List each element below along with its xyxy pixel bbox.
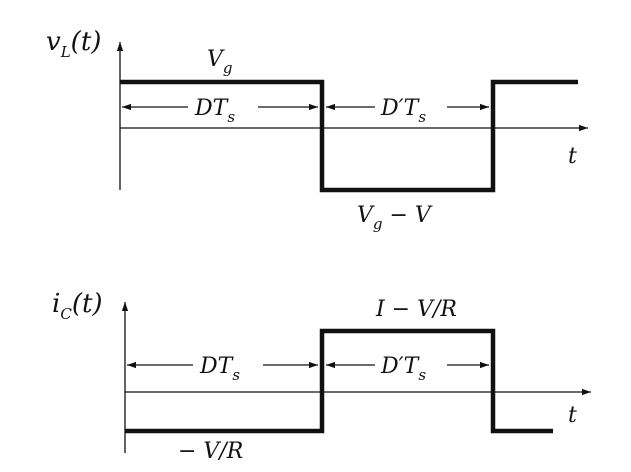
top-low-level-label: Vg − V (357, 203, 433, 233)
top-dts-label: DTs (194, 96, 235, 126)
bottom-y-axis-label: iC(t) (52, 289, 103, 323)
top-y-axis-label: vL(t) (46, 27, 101, 61)
top-high-level-label: Vg (207, 47, 233, 77)
bottom-dts-label: DTs (199, 354, 240, 384)
inductor-voltage-plot: vL(t) Vg DTs D′Ts t Vg − V (46, 27, 588, 233)
top-dpts-label: D′Ts (380, 96, 426, 126)
top-waveform (120, 79, 578, 193)
bottom-time-label: t (568, 403, 577, 428)
bottom-dpts-label: D′Ts (380, 354, 426, 384)
bottom-high-level-label: I − V/R (375, 297, 457, 322)
capacitor-current-plot: iC(t) I − V/R DTs D′Ts t − V/R (52, 289, 591, 464)
bottom-low-level-label: − V/R (178, 439, 243, 464)
top-time-label: t (568, 144, 577, 169)
bottom-waveform (125, 328, 553, 434)
